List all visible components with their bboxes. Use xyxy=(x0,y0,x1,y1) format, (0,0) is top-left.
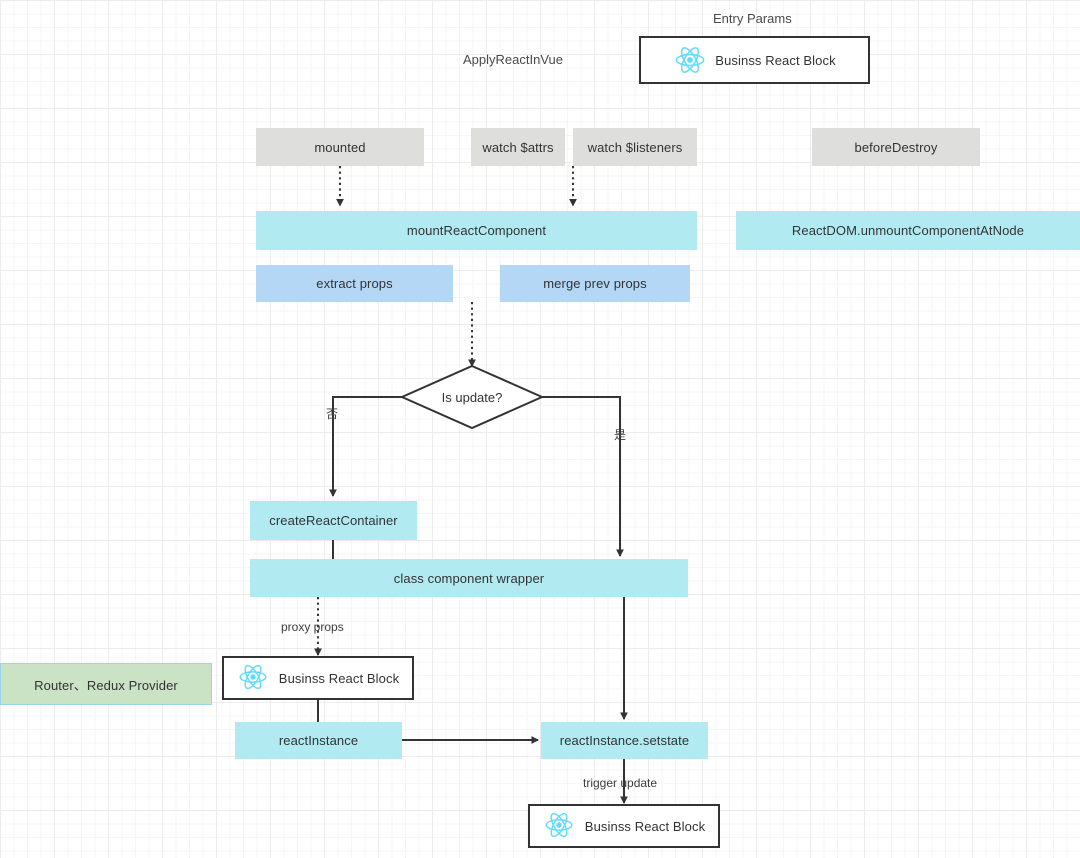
node-extract-props[interactable]: extract props xyxy=(256,265,453,302)
node-label: watch $listeners xyxy=(587,139,683,155)
entry-params-title: Entry Params xyxy=(713,11,792,26)
node-merge-prev-props[interactable]: merge prev props xyxy=(500,265,690,302)
apply-react-in-vue-title: ApplyReactInVue xyxy=(463,52,563,67)
node-watch-listeners[interactable]: watch $listeners xyxy=(573,128,697,166)
edge-label-proxy-props: proxy props xyxy=(281,620,344,634)
edge-label-yes: 是 xyxy=(614,428,627,442)
node-mounted[interactable]: mounted xyxy=(256,128,424,166)
node-router-redux-provider[interactable]: Router、Redux Provider xyxy=(0,663,212,705)
node-create-react-container[interactable]: createReactContainer xyxy=(250,501,417,540)
node-label: mountReactComponent xyxy=(406,223,547,238)
react-logo-icon xyxy=(237,661,271,695)
node-label: beforeDestroy xyxy=(854,139,938,155)
node-class-component-wrapper[interactable]: class component wrapper xyxy=(250,559,688,597)
react-logo-icon xyxy=(673,43,707,77)
node-watch-attrs[interactable]: watch $attrs xyxy=(471,128,565,166)
node-label: class component wrapper xyxy=(393,570,545,586)
node-businss-react-block-middle[interactable]: Businss React Block xyxy=(222,656,414,700)
node-label: merge prev props xyxy=(543,276,647,291)
node-label: Router、Redux Provider xyxy=(34,677,178,693)
node-label: createReactContainer xyxy=(269,513,398,528)
node-label: extract props xyxy=(316,276,393,291)
node-label: reactInstance xyxy=(278,733,359,748)
node-entry-businss-react-block[interactable]: Businss React Block xyxy=(639,36,870,84)
edge-isupdate-yes-to-classwrapper xyxy=(542,396,624,557)
node-react-instance[interactable]: reactInstance xyxy=(235,722,402,759)
edge-isupdate-no-to-createcontainer xyxy=(329,396,402,497)
node-label: mounted xyxy=(314,139,366,155)
edge-label-trigger-update: trigger update xyxy=(583,776,658,790)
node-label: watch $attrs xyxy=(482,139,554,155)
node-label: reactInstance.setstate xyxy=(559,733,690,748)
node-label: ReactDOM.unmountComponentAtNode xyxy=(791,223,1025,238)
node-before-destroy[interactable]: beforeDestroy xyxy=(812,128,980,166)
node-is-update-decision[interactable]: Is update? xyxy=(402,366,542,428)
node-businss-react-block-bottom[interactable]: Businss React Block xyxy=(528,804,720,848)
node-label: Is update? xyxy=(441,389,503,405)
react-logo-icon xyxy=(543,809,577,843)
node-label: Businss React Block xyxy=(584,818,706,834)
node-react-instance-setstate[interactable]: reactInstance.setstate xyxy=(541,722,708,759)
node-reactdom-unmount-component-at-node[interactable]: ReactDOM.unmountComponentAtNode xyxy=(736,211,1080,250)
node-mount-react-component[interactable]: mountReactComponent xyxy=(256,211,697,250)
edge-label-no: 否 xyxy=(326,407,339,421)
node-label: Businss React Block xyxy=(715,52,836,68)
node-label: Businss React Block xyxy=(278,670,400,686)
